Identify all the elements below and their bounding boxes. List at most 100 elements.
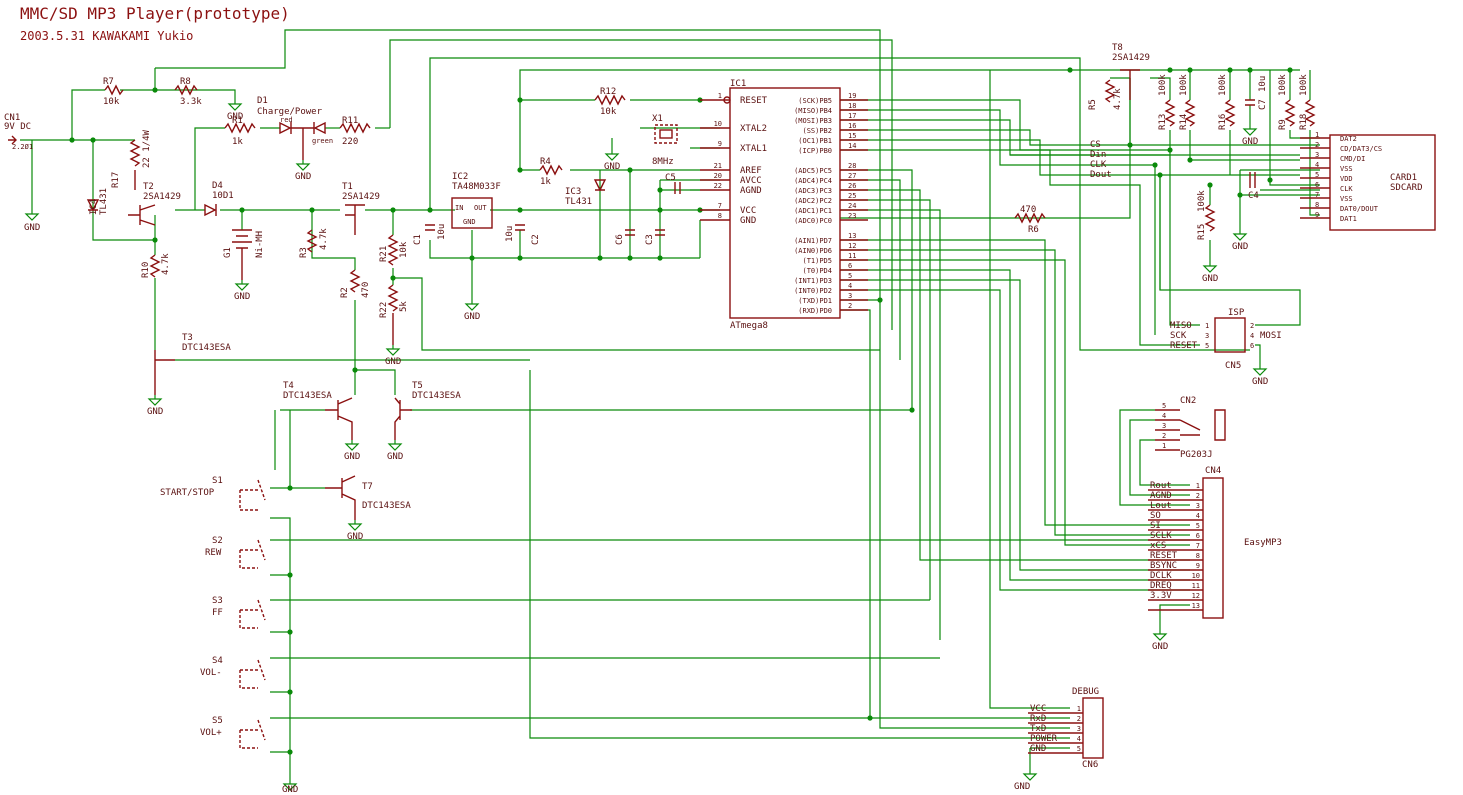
- ic1-pin-number: 22: [714, 182, 722, 190]
- label-r21: R21: [379, 246, 389, 262]
- components: [8, 69, 1436, 759]
- sdcard-pin-number: 9: [1315, 211, 1319, 219]
- ic1-pin-name: (MISO)PB4: [794, 107, 832, 115]
- label-t4-value: DTC143ESA: [283, 391, 332, 401]
- label-debug: DEBUG: [1072, 687, 1099, 697]
- ic1-pin-name: (ADC5)PC5: [794, 167, 832, 175]
- label-cn4: CN4: [1205, 466, 1221, 476]
- sdcard-pin-name: VDD: [1340, 175, 1353, 183]
- label-t8: T8: [1112, 43, 1123, 53]
- cn4-pin-name: SCLK: [1150, 531, 1172, 541]
- label-r5: R5: [1088, 99, 1098, 110]
- cn6-pin-number: 2: [1077, 715, 1081, 723]
- label-t4: T4: [283, 381, 294, 391]
- schematic-subtitle: 2003.5.31 KAWAKAMI Yukio: [20, 29, 193, 43]
- ic1-pin-number: 12: [848, 242, 856, 250]
- isp-pin-number: 4: [1250, 332, 1254, 340]
- ic1-pin-number: 1: [718, 92, 722, 100]
- isp-pin-label: SCK: [1170, 331, 1187, 341]
- sdcard-pin-number: 2: [1315, 141, 1319, 149]
- ic1-pin-number: 7: [718, 202, 722, 210]
- ic1-pin-number: 13: [848, 232, 856, 240]
- ic1-pin-number: 5: [848, 272, 852, 280]
- label-t7-value: DTC143ESA: [362, 501, 411, 511]
- ic1-pin-name: (ADC3)PC3: [794, 187, 832, 195]
- label-r4: R4: [540, 157, 551, 167]
- cn4-pin-name: DCLK: [1150, 571, 1172, 581]
- label-c2: C2: [531, 234, 541, 245]
- sdcard-pin-number: 5: [1315, 171, 1319, 179]
- cn4-pin-number: 9: [1196, 562, 1200, 570]
- gnd-label: GND: [1152, 642, 1168, 652]
- cn4-pin-number: 12: [1192, 592, 1200, 600]
- label-r21-value: 10k: [399, 241, 409, 258]
- cn4-pin-number: 5: [1196, 522, 1200, 530]
- ic1-pin-number: 10: [714, 120, 722, 128]
- gnd-label: GND: [234, 292, 250, 302]
- cn4-pin-name: SI: [1150, 521, 1161, 531]
- ic1-pin-number: 20: [714, 172, 722, 180]
- label-ic4-value: TL431: [99, 188, 109, 215]
- label-ic2-value: TA48M033F: [452, 182, 501, 192]
- label-t8-value: 2SA1429: [1112, 53, 1150, 63]
- ic1-pin-number: 2: [848, 302, 852, 310]
- label-r6: R6: [1028, 225, 1039, 235]
- gnd-label: GND: [227, 112, 243, 122]
- label-r9-value: 100k: [1278, 74, 1288, 96]
- label-ic1-value: ATmega8: [730, 321, 768, 331]
- cn6-pin-number: 5: [1077, 745, 1081, 753]
- ic1-pin-number: 9: [718, 140, 722, 148]
- label-r2-value: 470: [361, 282, 371, 298]
- sdcard-pin-number: 8: [1315, 201, 1319, 209]
- component-labels: CN1 9V DC 2.2Ø1 R7 10k R8 3.3k D1 Charge…: [4, 43, 1423, 770]
- label-pg203j: PG203J: [1180, 450, 1213, 460]
- ic1-pin-number: 21: [714, 162, 722, 170]
- ic1-pin-name: VCC: [740, 206, 756, 216]
- label-ic2-gnd: GND: [463, 218, 476, 226]
- label-card1: CARD1: [1390, 173, 1417, 183]
- cn2-pin-number: 1: [1162, 442, 1166, 450]
- cn4-pin-number: 3: [1196, 502, 1200, 510]
- label-g1-value: Ni-MH: [255, 231, 265, 258]
- net-label-clk: CLK: [1090, 160, 1107, 170]
- gnd-labels: GND GND GND GND GND GND GND GND GND GND …: [24, 112, 1268, 795]
- ic1-pin-number: 17: [848, 112, 856, 120]
- label-ic2-in: IN: [455, 204, 463, 212]
- cn4-pin-number: 8: [1196, 552, 1200, 560]
- ic1-pin-number: 3: [848, 292, 852, 300]
- label-d1-red: red: [280, 116, 293, 124]
- label-r8: R8: [180, 77, 191, 87]
- label-c5: C5: [665, 173, 676, 183]
- isp-pin-number: 1: [1205, 322, 1209, 330]
- gnd-label: GND: [385, 357, 401, 367]
- ic1-pin-number: 24: [848, 202, 856, 210]
- label-ic2: IC2: [452, 172, 468, 182]
- label-r12-value: 10k: [600, 107, 617, 117]
- label-r16-value: 100k: [1218, 74, 1228, 96]
- label-ic2-out: OUT: [474, 204, 487, 212]
- ic1-pin-number: 25: [848, 192, 856, 200]
- net-label-cs: CS: [1090, 140, 1101, 150]
- label-r17: R17: [111, 172, 121, 188]
- cn4-pin-name: 3.3V: [1150, 591, 1172, 601]
- label-c6: C6: [615, 234, 625, 245]
- label-r10: R10: [141, 262, 151, 278]
- cn4-pin-name: DREQ: [1150, 581, 1172, 591]
- isp-pin-number: 5: [1205, 342, 1209, 350]
- label-c7: C7: [1258, 99, 1268, 110]
- label-r12: R12: [600, 87, 616, 97]
- cn2-pin-number: 3: [1162, 422, 1166, 430]
- ic1-pin-name: (SS)PB2: [802, 127, 832, 135]
- label-ic3: IC3: [565, 187, 581, 197]
- label-d1: D1: [257, 96, 268, 106]
- label-t3: T3: [182, 333, 193, 343]
- label-x1-value: 8MHz: [652, 157, 674, 167]
- gnd-label: GND: [464, 312, 480, 322]
- label-r9: R9: [1278, 119, 1288, 130]
- ic1-pin-name: (SCK)PB5: [798, 97, 832, 105]
- ic1-pin-name: AREF: [740, 166, 762, 176]
- label-d4: D4: [212, 181, 223, 191]
- label-t2: T2: [143, 182, 154, 192]
- label-t2-value: 2SA1429: [143, 192, 181, 202]
